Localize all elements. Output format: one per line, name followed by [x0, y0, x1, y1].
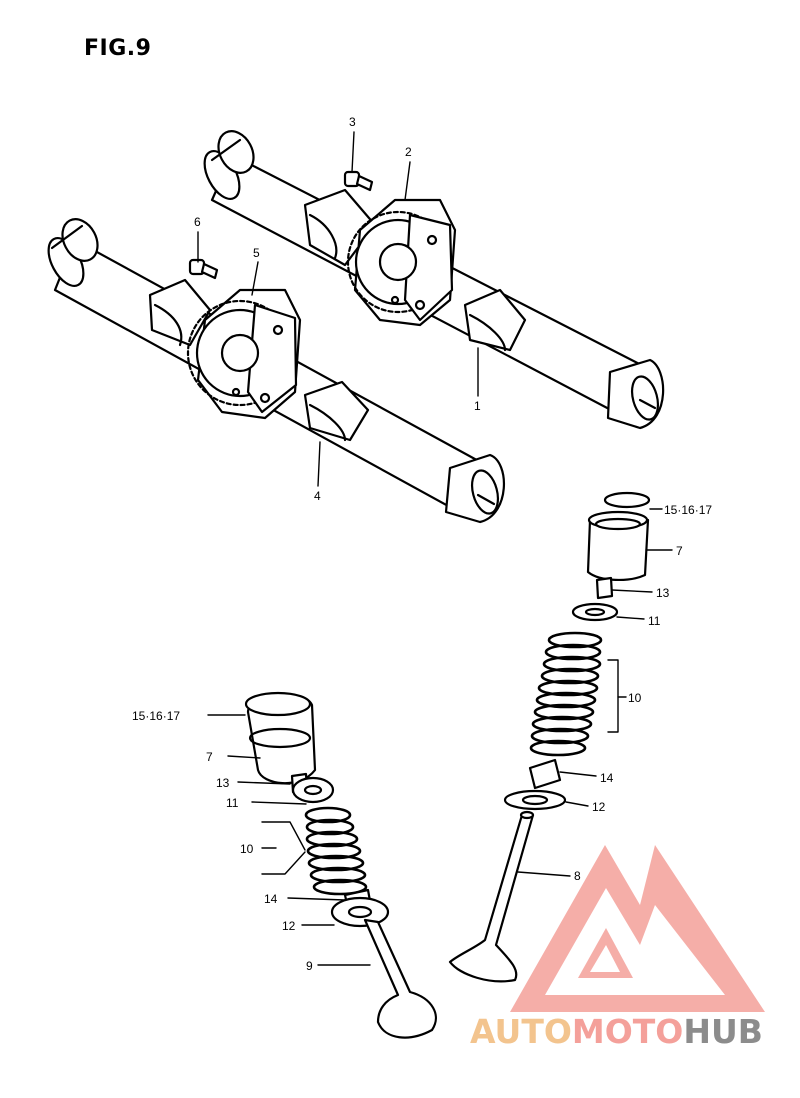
callout-15-16-17-left: 15·16·17 [132, 709, 180, 723]
figure-title: FIG.9 [84, 36, 152, 61]
tappet-right [586, 518, 650, 581]
callout-11-right: 11 [648, 614, 661, 628]
sprocket-2 [346, 198, 457, 327]
callout-9: 9 [306, 959, 313, 973]
leader-lines [197, 131, 673, 966]
callout-12-left: 12 [282, 919, 296, 933]
bolt-6 [188, 258, 219, 280]
callout-3: 3 [349, 115, 356, 129]
callout-15-16-17-right: 15·16·17 [664, 503, 712, 517]
valve-assembly-right [448, 491, 651, 983]
wordmark-hub: HUB [683, 1012, 763, 1051]
wordmark-moto: MOTO [571, 1012, 684, 1051]
callout-11-left: 11 [226, 796, 239, 810]
callout-14-right: 14 [600, 771, 614, 785]
callout-10-left: 10 [240, 842, 254, 856]
callout-10-right: 10 [628, 691, 642, 705]
callout-13-left: 13 [216, 776, 230, 790]
callout-7-right: 7 [676, 544, 683, 558]
sprocket-5 [186, 288, 302, 420]
callout-5: 5 [253, 246, 260, 260]
watermark-wordmark: AUTOMOTOHUB [470, 1012, 763, 1051]
valve-8 [448, 813, 535, 983]
valve-9 [363, 918, 437, 1039]
seal-right [528, 758, 562, 790]
shim-left [244, 691, 312, 717]
callout-8: 8 [574, 869, 581, 883]
callout-7-left: 7 [206, 750, 213, 764]
callout-12-right: 12 [592, 800, 606, 814]
callout-14-left: 14 [264, 892, 278, 906]
callout-1: 1 [474, 399, 481, 413]
spring-left [304, 806, 368, 896]
camshaft-4 [47, 218, 506, 524]
bolt-3 [343, 170, 374, 192]
callout-2: 2 [405, 145, 412, 159]
camshaft-1 [203, 130, 665, 430]
callout-6: 6 [194, 215, 201, 229]
callout-4: 4 [314, 489, 321, 503]
wordmark-auto: AUTO [470, 1012, 572, 1051]
cotter-right [595, 576, 614, 600]
watermark-triangle-logo [510, 845, 765, 1012]
spring-right [529, 631, 603, 757]
callout-13-right: 13 [656, 586, 670, 600]
valve-assembly-left [244, 691, 437, 1039]
shim-right [603, 491, 651, 509]
callout-labels: 3 2 1 6 5 4 15·16·17 7 13 11 10 14 12 8 … [132, 115, 712, 973]
